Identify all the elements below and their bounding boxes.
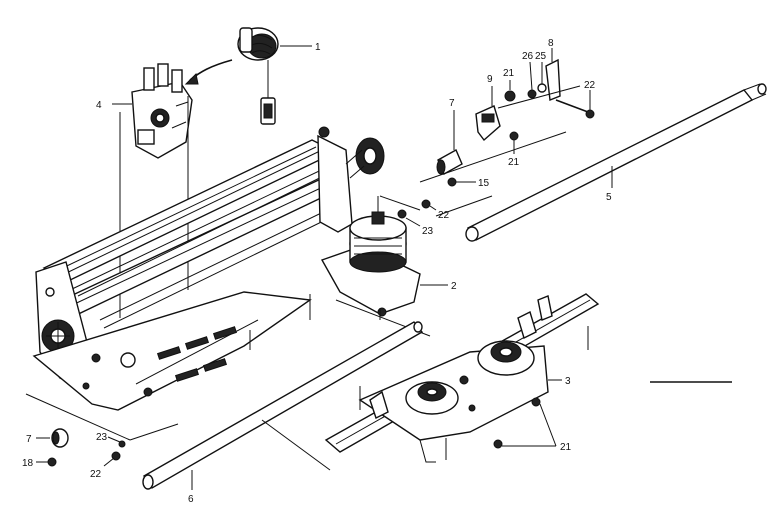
callout-7: 7 <box>449 98 455 109</box>
small-parts-upper <box>436 48 595 187</box>
callout-25: 25 <box>535 51 547 62</box>
part-22-screw <box>421 199 431 209</box>
part-5-roller <box>465 83 767 242</box>
callout-18: 18 <box>22 458 34 469</box>
callout-22: 22 <box>90 469 102 480</box>
callout-2: 2 <box>451 281 457 292</box>
part-2-motor-plate <box>320 196 421 317</box>
callout-23: 23 <box>96 432 108 443</box>
callout-26: 26 <box>522 51 534 62</box>
callout-21: 21 <box>503 68 515 79</box>
part-1-knob-motor <box>237 27 279 125</box>
main-chassis <box>32 126 385 411</box>
small-parts-lower-left <box>47 428 126 467</box>
callout-4: 4 <box>96 100 102 111</box>
callout-5: 5 <box>606 192 612 203</box>
callout-21: 21 <box>560 442 572 453</box>
callout-1: 1 <box>315 42 321 53</box>
callout-8: 8 <box>548 38 554 49</box>
part-3-carriage-assembly <box>324 293 600 463</box>
callout-9: 9 <box>487 74 493 85</box>
callout-21: 21 <box>508 157 520 168</box>
callout-22: 22 <box>438 210 450 221</box>
part-23-washer <box>397 209 407 219</box>
callout-15: 15 <box>478 178 490 189</box>
part-4-gearbox <box>131 63 193 159</box>
callout-6: 6 <box>188 494 194 505</box>
part-6-roller <box>142 321 424 490</box>
callout-3: 3 <box>565 376 571 387</box>
callout-7: 7 <box>26 434 32 445</box>
callout-22: 22 <box>584 80 596 91</box>
callout-23: 23 <box>422 226 434 237</box>
